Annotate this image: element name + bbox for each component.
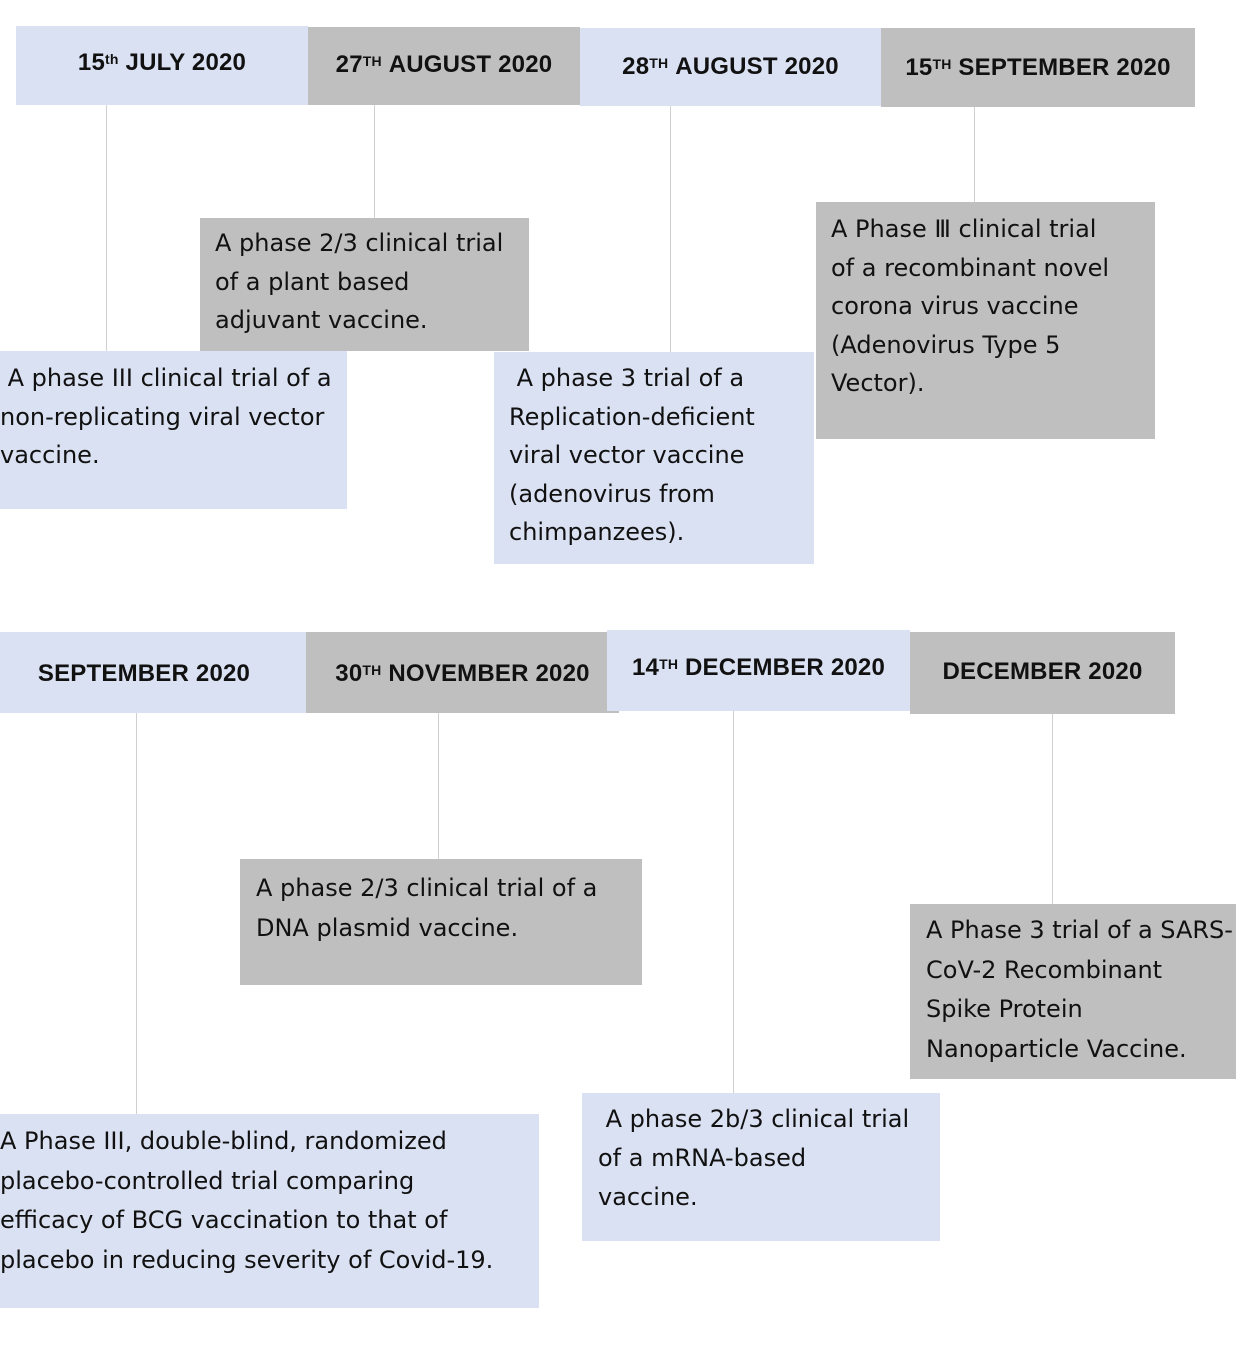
date-suffix: th — [105, 50, 119, 67]
date-day: 15 — [77, 48, 106, 76]
date-suffix: TH — [362, 661, 382, 678]
connector-line — [670, 106, 671, 352]
date-day: 28 — [622, 53, 650, 80]
connector-line — [438, 713, 439, 859]
connector-line — [733, 711, 734, 1093]
date-suffix: TH — [932, 55, 952, 72]
milestone-box-4: A Phase Ⅲ clinical trial of a recombinan… — [816, 202, 1155, 439]
date-rest: SEPTEMBER 2020 — [37, 659, 251, 687]
date-day: 15 — [905, 53, 933, 81]
date-rest: DECEMBER 2020 — [942, 658, 1143, 685]
date-header-5: SEPTEMBER 2020 — [0, 632, 306, 713]
date-rest: NOVEMBER 2020 — [388, 659, 590, 687]
date-rest: SEPTEMBER 2020 — [958, 53, 1171, 81]
milestone-box-7: A phase 2b/3 clinical trial of a mRNA-ba… — [582, 1093, 940, 1241]
connector-line — [136, 713, 137, 1114]
milestone-box-5: A Phase III, double-blind, randomized pl… — [0, 1114, 539, 1308]
date-suffix: TH — [649, 55, 669, 71]
date-rest: JULY 2020 — [125, 48, 247, 76]
date-header-8: DECEMBER 2020 — [910, 632, 1175, 714]
milestone-box-1: A phase III clinical trial of a non-repl… — [0, 351, 347, 509]
connector-line — [974, 107, 975, 202]
connector-line — [374, 105, 375, 218]
connector-line — [106, 105, 107, 351]
date-rest: AUGUST 2020 — [388, 51, 553, 78]
date-rest: DECEMBER 2020 — [685, 653, 886, 681]
date-day: 14 — [631, 653, 660, 681]
date-rest: AUGUST 2020 — [675, 53, 839, 80]
date-suffix: TH — [659, 655, 679, 672]
date-suffix: TH — [362, 53, 382, 69]
connector-line — [1052, 714, 1053, 904]
date-day: 30 — [335, 659, 363, 687]
milestone-box-3: A phase 3 trial of a Replication-deficie… — [494, 352, 814, 564]
date-day: 27 — [335, 51, 363, 78]
milestone-box-6: A phase 2/3 clinical trial of a DNA plas… — [240, 859, 642, 985]
milestone-box-8: A Phase 3 trial of a SARS- CoV-2 Recombi… — [910, 904, 1236, 1079]
milestone-box-2: A phase 2/3 clinical trial of a plant ba… — [200, 218, 529, 351]
